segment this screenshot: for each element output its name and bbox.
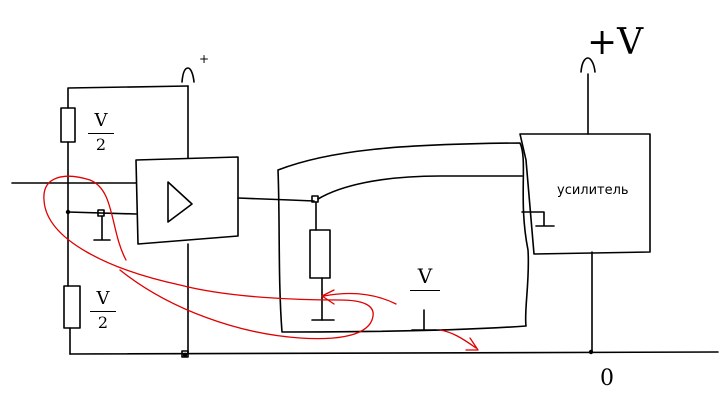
opamp-output [237,197,315,202]
v-half-floating-bar [410,290,440,291]
v-half-top: V 2 [86,112,116,153]
amplifier-supply-arrow [580,57,596,73]
v-half-top-den: 2 [95,135,107,154]
junction-dot [65,209,71,215]
v-half-bottom-den: 2 [97,313,109,332]
left-rail-top [67,85,189,109]
ground-small-left [93,215,111,241]
resistor-top [60,107,76,143]
floating-v-ground [411,309,437,331]
v-half-floating-den: 2 [408,295,442,296]
current-arrow-left [321,289,397,305]
opamp-supply-arrow [181,67,195,83]
floating-resistor [309,229,331,279]
opamp-triangle [167,181,193,223]
current-arrow-right [439,329,479,351]
v-half-top-bar [88,133,114,134]
amplifier-label: усилитель [557,183,629,198]
to-amplifier [317,175,523,200]
v-half-bottom-num: V [96,288,110,309]
v-half-bottom-bar [90,311,116,312]
opamp-box [135,156,239,245]
ground-zero-label: 0 [600,366,614,391]
supply-plus-v-label: +V [587,22,644,63]
v-half-floating: V 2 [408,266,442,296]
resistor-bottom [63,285,81,329]
ground-node-dot [182,352,188,358]
v-half-bottom: V 2 [88,290,118,331]
current-loop-annotation [43,175,374,340]
floating-box [277,142,530,333]
amplifier-ground-lead [521,211,555,227]
ground-rail [69,351,719,355]
divider-tap [67,211,137,215]
v-half-floating-num: V [417,264,433,288]
junction-square [97,209,105,217]
v-half-top-num: V [94,110,108,131]
supply-plus-small: + [199,52,210,66]
